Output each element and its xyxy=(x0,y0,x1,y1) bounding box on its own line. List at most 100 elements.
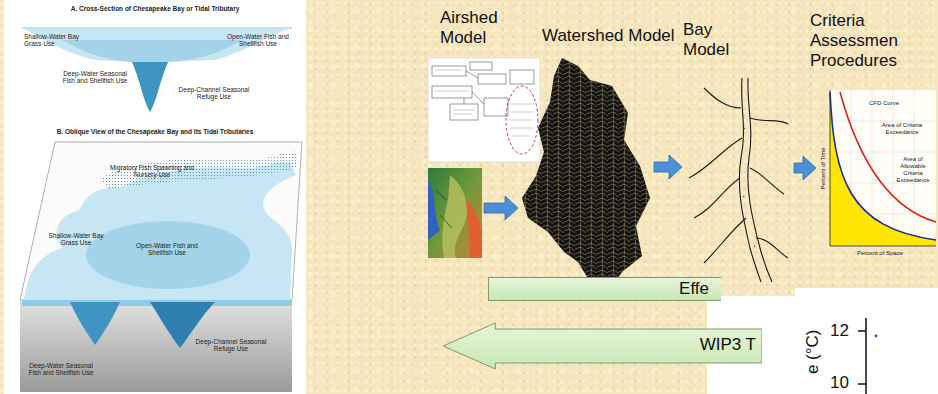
data-point xyxy=(875,335,878,338)
airshed-flowchart-thumbnail xyxy=(464,98,465,104)
oblique-view xyxy=(70,302,120,345)
cfd-chart xyxy=(830,152,936,153)
model-heading: Bay Model xyxy=(683,20,753,60)
axis-title: Percent of Time xyxy=(820,147,827,189)
airshed-flowchart-thumbnail xyxy=(512,136,530,137)
cross-section xyxy=(62,40,242,62)
bay-map xyxy=(689,78,788,282)
airshed-flowchart-thumbnail xyxy=(510,112,534,113)
model-heading: Watershed Model xyxy=(542,26,692,46)
airshed-flowchart-thumbnail xyxy=(428,58,540,162)
use-label: Open-Water Fish and Shellfish Use xyxy=(218,33,298,48)
chart-annotation: CFD Curve xyxy=(868,100,920,107)
arrow-label: WIP3 T xyxy=(442,322,762,368)
bay-map xyxy=(704,88,741,108)
cfd-chart xyxy=(840,92,936,222)
oblique-view xyxy=(20,142,302,392)
cfd-chart xyxy=(830,90,936,246)
airshed-flowchart-thumbnail xyxy=(510,128,534,129)
bay-map xyxy=(748,78,772,282)
cfd-chart xyxy=(830,121,936,122)
figure-title: A. Cross-Section of Chesapeake Bay or Ti… xyxy=(8,5,302,12)
airshed-model: Airshed Model xyxy=(428,168,482,258)
use-label: Open-Water Fish and Shellfish Use xyxy=(128,242,206,257)
airshed-flowchart-thumbnail xyxy=(470,62,492,70)
airshed-flowchart-thumbnail xyxy=(453,110,475,111)
use-label: Deep-Channel Seasonal Refuge Use xyxy=(176,86,252,101)
bay-map xyxy=(750,118,788,124)
airshed-flowchart-thumbnail xyxy=(510,70,534,84)
airshed-flowchart-thumbnail xyxy=(466,71,478,78)
use-label: Shallow-Water Bay Grass Use xyxy=(24,33,84,48)
cfd-chart xyxy=(830,90,936,246)
use-label: Deep-Channel Seasonal Refuge Use xyxy=(192,338,270,353)
cfd-chart xyxy=(830,90,831,246)
airshed-flowchart-thumbnail xyxy=(478,74,506,84)
oblique-view xyxy=(20,300,292,392)
bay-map xyxy=(739,78,761,282)
airshed-map xyxy=(428,168,482,258)
airshed-flowchart-thumbnail xyxy=(432,62,508,120)
use-label: Migratory Fish Spawning and Nursery Use xyxy=(104,164,200,179)
chart-annotation: Area of Criteria Exceedance xyxy=(876,122,928,136)
airshed-flowchart-thumbnail xyxy=(432,86,472,98)
airshed-flowchart-thumbnail xyxy=(484,98,508,116)
cfd-chart xyxy=(893,90,894,246)
bay-map xyxy=(754,246,755,247)
temperature-axis xyxy=(858,330,866,332)
arrow-label: Effe xyxy=(489,278,721,300)
airshed-flowchart-thumbnail xyxy=(510,104,534,105)
bay-map xyxy=(744,128,745,129)
temperature-axis xyxy=(858,318,866,394)
effects-arrow: Effe xyxy=(488,277,721,301)
cfd-chart xyxy=(830,90,936,246)
cfd-chart xyxy=(830,92,936,240)
cfd-chart xyxy=(830,92,936,246)
airshed-map xyxy=(436,190,452,228)
cfd-chart xyxy=(830,246,936,247)
watershed-map xyxy=(522,58,650,296)
use-label: Deep-Water Seasonal Fish and Shellfish U… xyxy=(24,362,98,377)
airshed-flowchart-thumbnail xyxy=(432,66,466,76)
airshed-map xyxy=(428,168,482,258)
airshed-flowchart-thumbnail xyxy=(435,70,534,136)
airshed-flowchart-thumbnail xyxy=(435,70,462,71)
bay-map xyxy=(694,178,740,218)
bay-map xyxy=(743,128,755,247)
bay-model: Bay Model xyxy=(684,78,792,282)
airshed-map xyxy=(442,175,467,258)
watershed-map xyxy=(522,58,650,296)
cross-section xyxy=(132,62,168,112)
watershed-model: Watershed Model xyxy=(520,58,652,296)
oblique-view xyxy=(86,221,250,289)
model-heading: Airshed Model xyxy=(440,8,532,48)
airshed-flowchart-thumbnail xyxy=(453,114,472,115)
axis-title: Percent of Space xyxy=(857,250,903,257)
oblique-view xyxy=(100,152,297,190)
airshed-flowchart-thumbnail xyxy=(510,120,532,121)
airshed-flowchart-thumbnail xyxy=(428,58,540,162)
use-label: Deep-Water Seasonal Fish and Shellfish U… xyxy=(58,70,132,85)
flow-arrow xyxy=(484,196,518,220)
axis-tick: 10 xyxy=(830,373,849,393)
airshed-flowchart-thumbnail xyxy=(472,92,484,104)
axis-tick: 12 xyxy=(830,321,849,341)
figure-panel xyxy=(4,0,306,394)
bay-map xyxy=(750,168,784,194)
wip3-arrow: WIP3 T xyxy=(442,322,762,370)
watershed-map xyxy=(522,58,650,296)
axis-title: e (°C) xyxy=(802,329,822,374)
airshed-flowchart-thumbnail xyxy=(506,86,538,154)
flow-arrow xyxy=(654,155,682,179)
figure-title: B. Oblique View of the Chesapeake Bay an… xyxy=(8,128,302,135)
airshed-map xyxy=(466,200,482,258)
chart-annotation: Area of Allowable Criteria Exceedance xyxy=(890,156,936,184)
use-label: Shallow-Water Bay Grass Use xyxy=(46,232,106,247)
airshed-flowchart-thumbnail xyxy=(435,91,468,92)
flow-arrow xyxy=(794,156,816,180)
bay-map xyxy=(743,196,744,197)
bay-map xyxy=(756,238,788,258)
oblique-view xyxy=(20,142,302,300)
